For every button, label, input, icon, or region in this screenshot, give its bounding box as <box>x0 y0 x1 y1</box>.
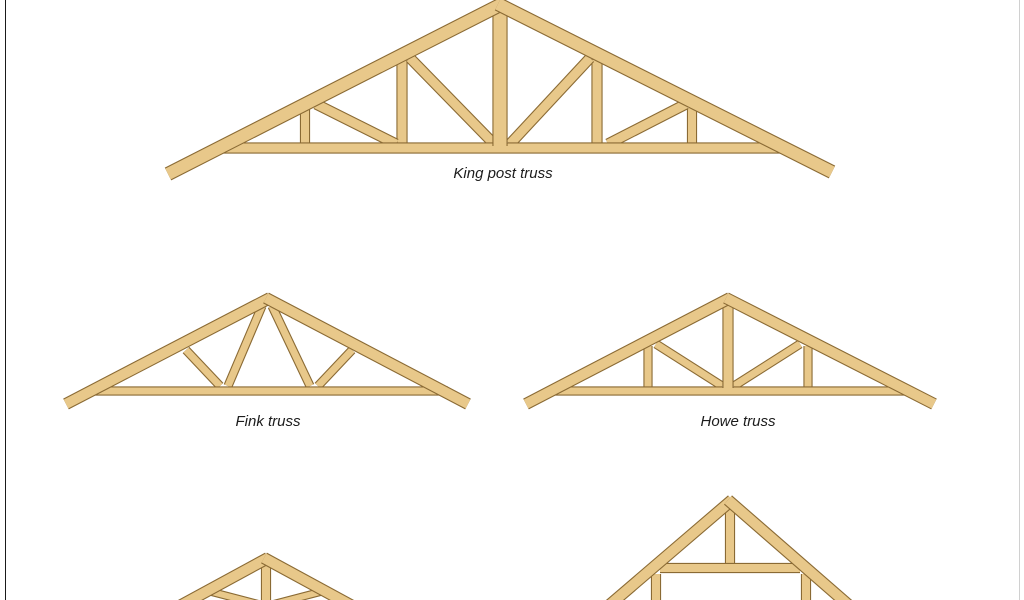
fink-web <box>183 347 223 389</box>
king-diagonal-web <box>605 99 689 149</box>
partial-truss-lower-left <box>177 552 355 600</box>
attic-right-rafter <box>724 496 851 600</box>
king-diagonal-web <box>313 99 399 149</box>
king-diagonal-web <box>506 54 594 148</box>
fink-truss-label: Fink truss <box>235 413 301 430</box>
king-right-rafter <box>495 0 835 178</box>
howe-diagonal-web <box>732 341 802 389</box>
partial-web <box>211 589 255 600</box>
fink-truss <box>63 292 471 410</box>
partial-web <box>277 589 321 600</box>
fink-left-rafter <box>63 293 273 409</box>
howe-right-rafter <box>723 293 937 409</box>
fink-web <box>315 347 355 389</box>
frame-border-left <box>5 0 6 600</box>
king-post-truss <box>164 0 836 181</box>
frame-border-right <box>1019 0 1020 600</box>
fink-right-rafter <box>263 293 471 409</box>
howe-truss <box>523 292 937 410</box>
king-diagonal-web <box>406 54 498 148</box>
king-left-rafter <box>165 0 505 180</box>
fink-web <box>268 304 314 388</box>
howe-diagonal-web <box>654 341 724 389</box>
attic-left-rafter <box>607 496 736 600</box>
king-post-truss-label: King post truss <box>453 165 553 182</box>
fink-web <box>224 304 266 388</box>
howe-left-rafter <box>523 293 733 409</box>
attic-truss <box>605 495 853 600</box>
howe-truss-label: Howe truss <box>700 413 776 430</box>
